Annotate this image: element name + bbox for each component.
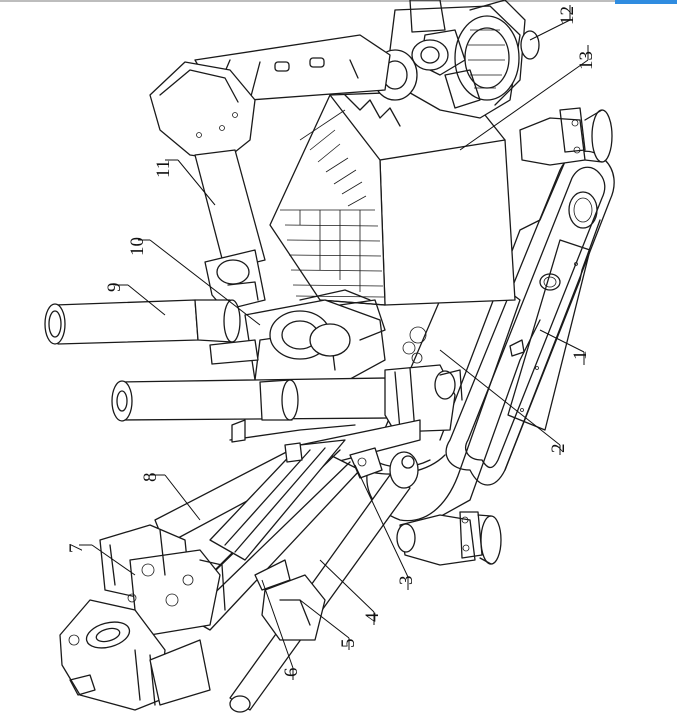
callout-labels: 1 2 3 4 5 6 7 8 9 10 11 12 13 (66, 6, 597, 677)
end-housing (59, 599, 211, 711)
callout-1: 1 (570, 351, 591, 361)
callout-13: 13 (576, 51, 597, 70)
callout-4: 4 (362, 612, 383, 622)
window-accent-bar (615, 0, 677, 4)
callout-9: 9 (104, 283, 125, 293)
pipe-lower (229, 451, 419, 713)
callout-11: 11 (153, 160, 174, 178)
gripper-head (244, 289, 386, 391)
pipe-support (254, 559, 326, 641)
control-cabinet (269, 89, 516, 306)
pipe-middle (111, 364, 463, 433)
callout-10: 10 (127, 237, 148, 256)
callout-3: 3 (396, 576, 417, 586)
outrigger-jacks (396, 107, 613, 566)
leader-lines (79, 5, 589, 680)
callout-2: 2 (548, 444, 569, 454)
robot-forearm (149, 61, 266, 311)
callout-5: 5 (338, 639, 359, 649)
callout-12: 12 (557, 6, 578, 25)
callout-8: 8 (140, 473, 161, 483)
robot-base-joint (372, 0, 540, 119)
callout-7: 7 (66, 544, 87, 554)
callout-6: 6 (281, 668, 302, 678)
window-top-border (0, 0, 677, 2)
clamp-unit (99, 524, 226, 636)
pipe-upper (44, 299, 259, 365)
